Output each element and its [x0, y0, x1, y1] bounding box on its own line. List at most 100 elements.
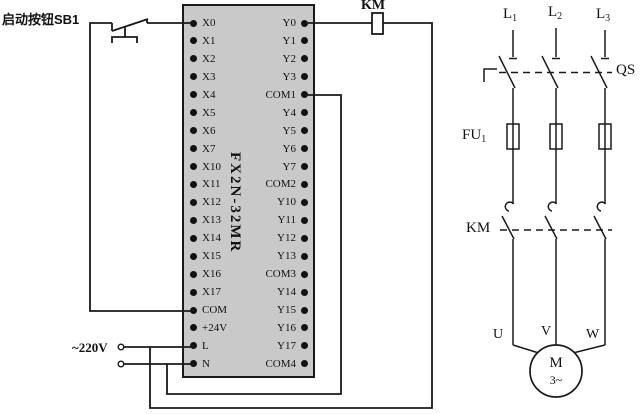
fuse-base: FU: [462, 127, 482, 143]
terminal-row: Y3: [249, 71, 313, 83]
terminal-dot: [301, 180, 308, 188]
terminal-dot: [190, 216, 197, 224]
terminal-dot: [301, 342, 308, 350]
terminal-row: COM2: [249, 178, 313, 190]
phase-sub: 1: [512, 13, 518, 24]
plc-output-terminal-column: Y0 Y1 Y2 Y3 COM1: [249, 6, 313, 376]
start-button-label: 启动按钮SB1: [2, 12, 80, 27]
terminal-dot: [301, 234, 308, 242]
terminal-row: Y15: [249, 304, 313, 316]
terminal-label: L: [202, 339, 209, 352]
terminal-label: X2: [202, 52, 216, 65]
terminal-row: Y10: [249, 196, 313, 208]
terminal-label: X5: [202, 106, 216, 119]
terminal-dot: [190, 37, 197, 45]
terminal-dot: [301, 324, 308, 332]
terminal-label: Y3: [282, 70, 296, 83]
terminal-dot: [190, 73, 197, 81]
terminal-label: X17: [202, 286, 221, 299]
terminal-dot: [301, 145, 308, 153]
terminal-label: N: [202, 357, 210, 370]
terminal-dot: [190, 180, 197, 188]
motor-label: M: [549, 355, 563, 371]
terminal-dot: [301, 216, 308, 224]
terminal-dot: [301, 109, 308, 117]
terminal-label: COM1: [265, 88, 296, 101]
terminal-label: Y5: [282, 124, 296, 137]
motor-terminal-v: V: [541, 324, 552, 339]
supply-voltage-label: ~220V: [72, 340, 108, 355]
phase-label-l1: L1: [503, 6, 518, 24]
terminal-label: Y11: [277, 214, 296, 227]
terminal-label: X14: [202, 232, 221, 245]
terminal-row: Y2: [249, 53, 313, 65]
terminal-label: X11: [202, 178, 221, 191]
terminal-row: X6: [184, 125, 248, 137]
terminal-row: Y12: [249, 232, 313, 244]
terminal-label: COM4: [265, 357, 296, 370]
motor-type-label: 3~: [549, 373, 563, 387]
terminal-dot: [301, 19, 308, 27]
terminal-dot: [301, 55, 308, 63]
terminal-label: +24V: [202, 321, 228, 334]
phase-sub: 2: [557, 11, 563, 22]
fuse-sub: 1: [481, 134, 487, 145]
terminal-label: COM2: [265, 178, 296, 191]
terminal-row: COM3: [249, 268, 313, 280]
terminal-row: COM: [184, 304, 248, 316]
phase-sub: 3: [605, 13, 611, 24]
terminal-dot: [190, 234, 197, 242]
terminal-dot: [301, 127, 308, 135]
terminal-label: X10: [202, 160, 221, 173]
terminal-row: X1: [184, 35, 248, 47]
terminal-dot: [190, 127, 197, 135]
phase-base: L: [548, 4, 558, 20]
terminal-dot: [190, 145, 197, 153]
terminal-dot: [190, 324, 197, 332]
contactor-contacts-label: KM: [466, 220, 491, 236]
terminal-row: Y4: [249, 107, 313, 119]
plc-block: X0 X1 X2 X3 X4: [182, 4, 315, 378]
terminal-label: Y0: [282, 17, 296, 29]
motor-terminal-w: W: [586, 327, 600, 342]
terminal-dot: [190, 342, 197, 350]
terminal-row: +24V: [184, 322, 248, 334]
phase-label-l2: L2: [548, 4, 563, 22]
terminal-dot: [190, 252, 197, 260]
terminal-row: Y6: [249, 143, 313, 155]
terminal-row: X4: [184, 89, 248, 101]
terminal-row: X5: [184, 107, 248, 119]
terminal-dot: [301, 360, 308, 368]
fuse-label: FU1: [462, 127, 487, 145]
terminal-dot: [190, 163, 197, 170]
phase-base: L: [503, 6, 513, 22]
terminal-row: Y13: [249, 250, 313, 262]
terminal-row: Y7: [249, 161, 313, 173]
terminal-label: Y15: [277, 304, 296, 316]
terminal-row: X0: [184, 17, 248, 29]
terminal-row: Y16: [249, 322, 313, 334]
isolator-label: QS: [616, 62, 636, 78]
terminal-label: X3: [202, 70, 216, 83]
terminal-label: Y16: [277, 321, 296, 334]
phase-label-l3: L3: [596, 6, 611, 24]
terminal-label: Y10: [277, 196, 296, 209]
terminal-dot: [301, 198, 308, 206]
terminal-row: L: [184, 340, 248, 352]
terminal-label: X0: [202, 17, 216, 29]
terminal-label: X16: [202, 268, 221, 281]
motor-terminal-u: U: [493, 327, 504, 342]
terminal-label: X12: [202, 196, 221, 209]
terminal-dot: [301, 73, 308, 81]
plc-model-label: FX2N-32MR: [227, 152, 243, 254]
terminal-dot: [190, 91, 197, 99]
terminal-row: N: [184, 358, 248, 370]
terminal-dot: [301, 288, 308, 296]
terminal-label: X6: [202, 124, 216, 137]
terminal-label: X4: [202, 88, 216, 101]
terminal-label: Y2: [282, 52, 296, 65]
terminal-label: COM3: [265, 268, 296, 281]
terminal-row: COM1: [249, 89, 313, 101]
terminal-dot: [190, 360, 197, 368]
